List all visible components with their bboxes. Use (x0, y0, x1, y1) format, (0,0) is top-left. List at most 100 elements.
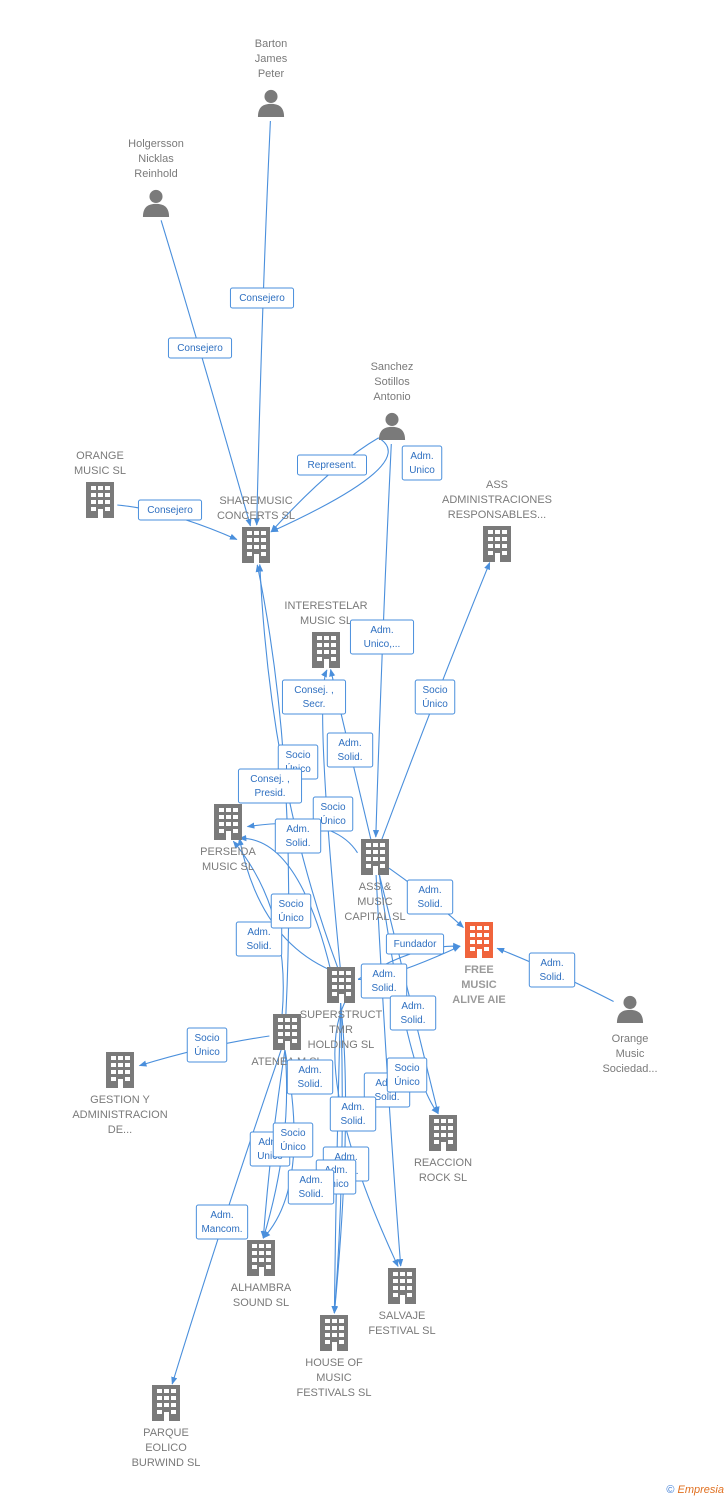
edge-label[interactable]: Adm.Solid. (326, 732, 374, 768)
edge-label-text: Adm. (410, 451, 433, 462)
edge-label-text: Solid. (298, 1189, 323, 1200)
edge-label[interactable]: Represent. (297, 454, 367, 476)
edge-label-box (360, 963, 408, 999)
node-label: DE... (108, 1124, 132, 1136)
edge-label[interactable]: Consej. ,Presid. (237, 768, 303, 804)
node-label: MUSIC SL (202, 861, 254, 873)
edge-label[interactable]: Adm.Mancom. (195, 1204, 249, 1240)
node-label: James (255, 53, 288, 65)
edge-label[interactable]: Adm.Solid. (406, 879, 454, 915)
edge-label[interactable]: Adm.Solid. (360, 963, 408, 999)
edge-label-text: Mancom. (201, 1224, 242, 1235)
edge-label-box (414, 679, 456, 715)
copyright-mark: © (666, 1484, 675, 1496)
edge-label[interactable]: Adm.Solid. (235, 921, 283, 957)
node-label: SOUND SL (233, 1297, 289, 1309)
edge-label[interactable]: Consejero (137, 499, 203, 521)
edge-label[interactable]: Adm.Solid. (528, 952, 576, 988)
person-icon (616, 995, 644, 1023)
edge-label[interactable]: Fundador (385, 933, 445, 955)
edge-label-text: Secr. (303, 699, 326, 710)
edge-label-text: Solid. (337, 752, 362, 763)
edge-label[interactable]: Adm.Solid. (329, 1096, 377, 1132)
building-icon (483, 526, 511, 562)
building-icon (429, 1115, 457, 1151)
edge-label[interactable]: Consejero (167, 337, 233, 359)
node-label: EOLICO (145, 1442, 187, 1454)
company-node[interactable]: SHAREMUSIC CONCERTS SL (217, 495, 295, 563)
edge-label-text: Solid. (285, 838, 310, 849)
building-icon (86, 482, 114, 518)
building-icon (388, 1268, 416, 1304)
edge-label[interactable]: Adm.Solid. (274, 818, 322, 854)
edge-label-box (281, 679, 347, 715)
brand-logo: Empresia (677, 1484, 724, 1496)
footer-credit[interactable]: © Empresia (666, 1484, 724, 1496)
edge-label[interactable]: Consej. ,Secr. (281, 679, 347, 715)
edge-label-box (286, 1059, 334, 1095)
edge-label-text: Adm. (401, 1001, 424, 1012)
building-icon (106, 1052, 134, 1088)
edge-label-box (385, 933, 445, 955)
edge-label-box (186, 1027, 228, 1063)
edge-label[interactable]: Adm.Unico (401, 445, 443, 481)
edge-label[interactable]: Adm.Solid. (287, 1169, 335, 1205)
relationship-edge (160, 220, 252, 527)
edge-label[interactable]: Adm.Solid. (286, 1059, 334, 1095)
edge-label-text: Consejero (177, 343, 223, 354)
node-label: SHAREMUSIC (219, 495, 292, 507)
building-icon (312, 632, 340, 668)
node-label: PARQUE (143, 1427, 189, 1439)
edge-label[interactable]: Adm. Unico,... (349, 619, 415, 655)
person-icon (378, 412, 406, 440)
node-label: ASS (486, 479, 508, 491)
node-label: CONCERTS SL (217, 510, 295, 522)
edge-label-text: Adm. (418, 885, 441, 896)
edge-label-text: Unico,... (364, 639, 401, 650)
edge-label-text: Único (320, 814, 346, 827)
building-icon (247, 1240, 275, 1276)
edge-label[interactable]: Consejero (229, 287, 295, 309)
node-label: FESTIVALS SL (297, 1387, 372, 1399)
node-label: Peter (258, 68, 285, 80)
nodes-layer: BartonJamesPeterHolgerssonNicklasReinhol… (72, 38, 657, 1469)
company-node[interactable]: ASSADMINISTRACIONESRESPONSABLES... (442, 479, 552, 562)
node-label: SUPERSTRUCT (300, 1009, 383, 1021)
node-label: ALIVE AIE (452, 994, 505, 1006)
edge-label-text: Adm. (370, 625, 393, 636)
edge-label-text: Único (278, 911, 304, 924)
edge-label-box (167, 337, 233, 359)
edge-label-text: Solid. (371, 983, 396, 994)
edge-label-text: Consejero (239, 293, 285, 304)
node-label: MUSIC (357, 896, 393, 908)
building-icon (320, 1315, 348, 1351)
edge-label[interactable]: Adm.Solid. (389, 995, 437, 1031)
person-node[interactable]: OrangeMusicSociedad... (602, 995, 658, 1075)
building-icon (152, 1385, 180, 1421)
company-node[interactable]: GESTION YADMINISTRACIONDE... (72, 1052, 168, 1136)
edge-label-box (406, 879, 454, 915)
edge-label-text: Único (280, 1140, 306, 1153)
node-label: Sociedad... (602, 1063, 657, 1075)
